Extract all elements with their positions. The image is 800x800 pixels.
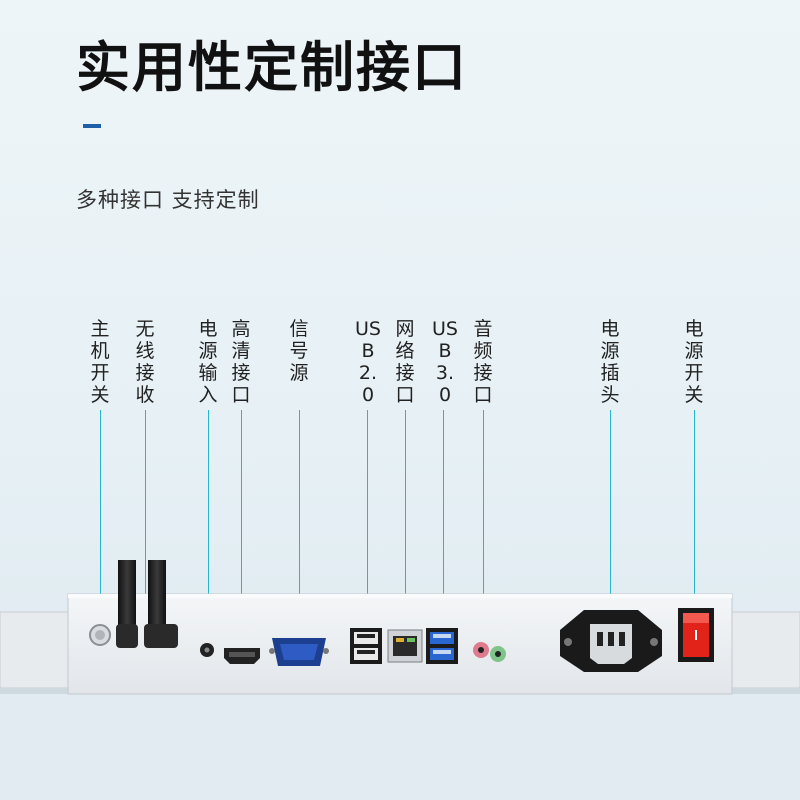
label-usb3: USB3.0 [432, 318, 458, 406]
label-network: 网络接口 [395, 318, 415, 406]
label-wireless-receiver: 无线接收 [135, 318, 155, 406]
label-power-plug: 电源插头 [600, 318, 620, 406]
usb2-ports [350, 628, 382, 664]
antenna-icon [116, 560, 178, 648]
page-subtitle: 多种接口 支持定制 [76, 188, 260, 212]
hdmi-port [224, 648, 260, 664]
host-power-button [89, 624, 111, 646]
ac-power-inlet [560, 610, 662, 672]
page-title: 实用性定制接口 [76, 36, 468, 99]
vga-port [269, 638, 329, 666]
label-host-switch: 主机开关 [90, 318, 110, 406]
rocker-power-switch [678, 608, 714, 662]
label-power-switch: 电源开关 [684, 318, 704, 406]
usb3-ports [426, 628, 458, 664]
label-audio: 音频接口 [473, 318, 493, 406]
audio-jacks [473, 642, 506, 662]
title-accent-bar [83, 124, 101, 128]
label-signal-source: 信号源 [289, 318, 309, 384]
device-io-panel [0, 560, 800, 800]
label-usb2: USB2.0 [355, 318, 381, 406]
dc-power-jack [200, 643, 214, 657]
ethernet-port [387, 629, 423, 663]
label-hdmi: 高清接口 [231, 318, 251, 406]
label-power-input: 电源输入 [198, 318, 218, 406]
